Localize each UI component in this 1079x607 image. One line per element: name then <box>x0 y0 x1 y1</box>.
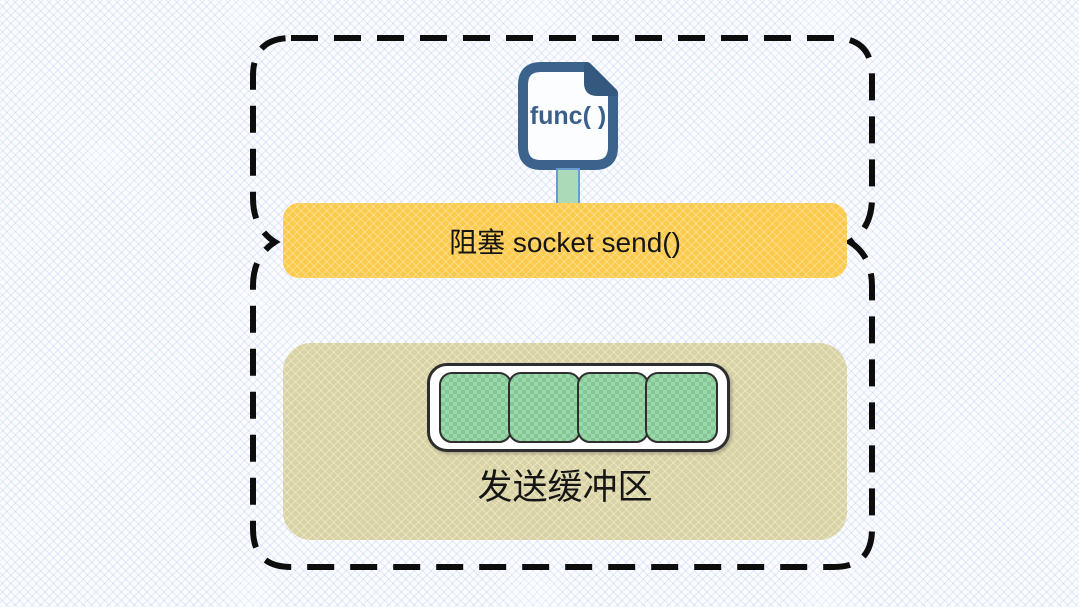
blocking-send-bar: 阻塞 socket send() <box>283 203 847 278</box>
send-buffer-track <box>427 363 730 452</box>
blocking-send-label: 阻塞 socket send() <box>449 226 681 258</box>
buffer-cell <box>507 372 581 443</box>
func-document-icon: func( ) <box>517 61 619 171</box>
send-buffer-label: 发送缓冲区 <box>477 468 653 507</box>
func-label: func( ) <box>529 101 607 130</box>
send-buffer-panel: 发送缓冲区 <box>283 343 847 540</box>
document-shape-icon <box>518 62 618 170</box>
buffer-cell <box>439 372 512 443</box>
buffer-cell <box>576 372 650 443</box>
buffer-cell <box>645 372 718 443</box>
